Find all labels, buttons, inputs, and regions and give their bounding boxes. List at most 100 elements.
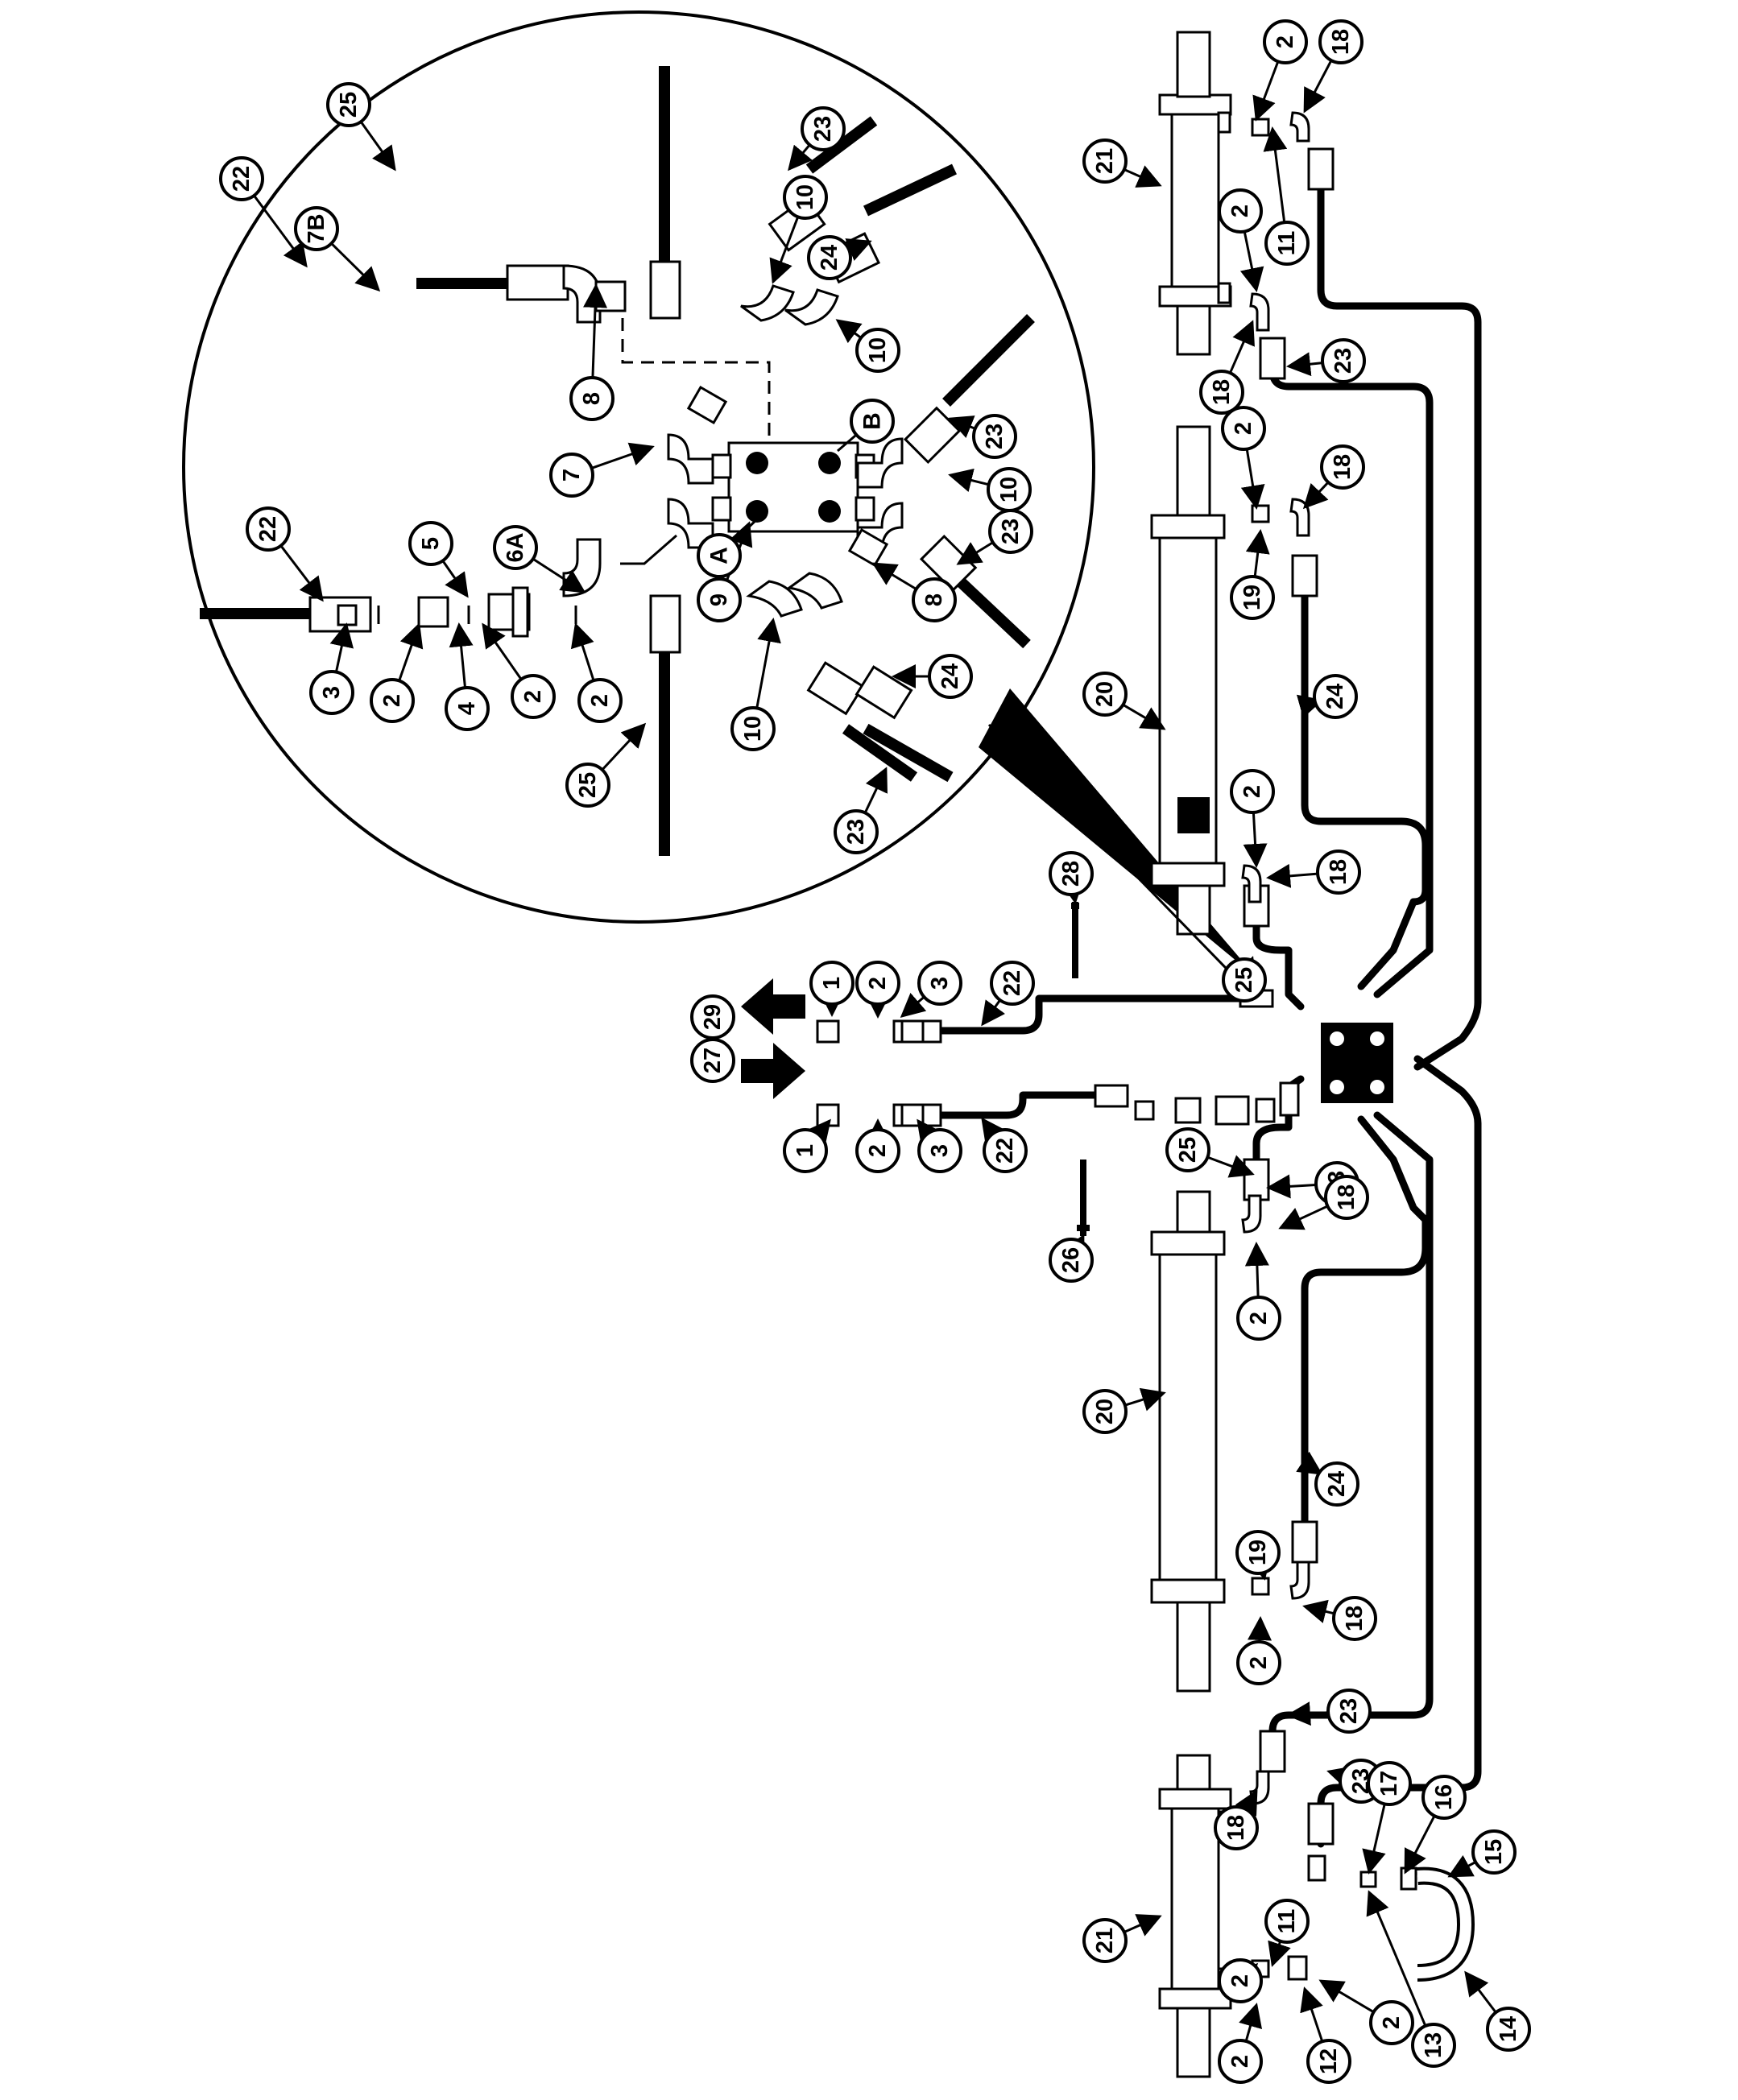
callout-number: 2: [379, 694, 405, 707]
callout-number: 2: [1272, 35, 1298, 48]
callout-number: 2: [1246, 1312, 1272, 1325]
callout-leader: [1243, 812, 1268, 868]
port-letter-a: A: [706, 547, 733, 564]
callout-circle: [988, 509, 1033, 554]
callout-number: 25: [575, 772, 601, 798]
callout-circle: [219, 156, 264, 201]
port-letters: AB: [697, 399, 895, 578]
callout-leader: [1318, 1979, 1375, 2014]
main-fittings: [816, 111, 1475, 1982]
callout-number: 10: [996, 477, 1022, 502]
callout-circle: [326, 82, 371, 127]
callout-circle: [983, 1128, 1028, 1173]
callout-circle: [834, 809, 879, 854]
callout-circle: [1367, 1761, 1412, 1806]
callout-circle: [1332, 1596, 1377, 1641]
callout-leader: [981, 999, 1005, 1027]
callout-circle: [445, 686, 490, 731]
callout-leader: [359, 121, 396, 172]
callout-circle: [1236, 1640, 1281, 1685]
callout-leader: [482, 622, 523, 680]
callout-leader: [1239, 2003, 1263, 2042]
callout-leader: [253, 194, 308, 268]
callout-leader: [1245, 529, 1270, 577]
callout-number: 16: [1431, 1784, 1457, 1810]
callout-number: 8: [579, 392, 605, 405]
callout-number: 18: [1209, 379, 1235, 405]
callout-number: 2: [1227, 205, 1253, 217]
callout-leader: [329, 622, 354, 672]
callout-leader: [1302, 481, 1330, 510]
callout-number: 18: [1326, 859, 1351, 885]
callout-circle: [577, 678, 623, 723]
callout-number: 7B: [304, 213, 329, 243]
callout-number: 2: [1231, 422, 1256, 435]
callout-leader: [769, 216, 800, 284]
callout-circle: [549, 453, 594, 498]
callout-circle: [1165, 1127, 1210, 1172]
cylinder-20-lower: [1150, 1190, 1226, 1693]
callout-number: 2: [1379, 2016, 1405, 2029]
callout-number: 18: [1342, 1606, 1368, 1631]
main-hoses: [937, 157, 1482, 1848]
callout-circle: [1082, 1918, 1128, 1963]
callout-circle: [1082, 1389, 1128, 1434]
detail-fittings: [337, 264, 843, 638]
callout-circle: [1214, 1805, 1259, 1850]
callout-leader: [917, 1118, 941, 1146]
callout-leader: [981, 1117, 1005, 1144]
callout-circle: [1369, 2000, 1414, 2045]
callout-circle: [370, 678, 415, 723]
callout-leader: [835, 319, 863, 344]
callout-circle: [1218, 2039, 1263, 2084]
callout-circle: [294, 206, 339, 251]
callout-circle: [565, 763, 610, 808]
callout-circle: [493, 525, 538, 570]
callout-leader: [1124, 1387, 1166, 1412]
callout-leader: [1235, 1789, 1258, 1817]
callout-number: 2: [587, 694, 613, 707]
callout-number: 12: [1316, 2048, 1342, 2074]
callout-circle: [807, 235, 852, 280]
callout-circle: [1218, 188, 1263, 234]
callout-circle: [1221, 406, 1266, 451]
callout-leader: [1303, 60, 1333, 114]
callout-circle: [917, 961, 962, 1006]
callout-circle: [511, 674, 556, 719]
detail-hose-ends: [308, 196, 978, 720]
callout-leader: [1263, 126, 1288, 223]
callout-leader: [1300, 1986, 1324, 2042]
callout-number: 23: [1330, 348, 1356, 374]
callout-leader: [1362, 1804, 1386, 1875]
callout-leader: [1326, 1766, 1354, 1790]
callout-leader: [956, 541, 994, 565]
callout-circle: [1411, 2023, 1456, 2068]
callout-number: 14: [1496, 2016, 1521, 2042]
callout-leader: [570, 622, 595, 681]
callout-number: 15: [1481, 1839, 1507, 1865]
callout-circle: [990, 961, 1035, 1006]
callout-number: 24: [1322, 684, 1348, 709]
callout-number: 18: [1334, 1184, 1359, 1210]
callout-leader: [398, 622, 424, 681]
callout-number: 25: [336, 92, 362, 118]
callout-circle: [1235, 1530, 1281, 1575]
callout-leader: [871, 562, 917, 590]
callout-number: 19: [1245, 1540, 1271, 1565]
callout-number: 29: [700, 1004, 726, 1030]
callout-leader: [1286, 352, 1323, 377]
detail-hoses: [200, 66, 1035, 856]
callout-leader: [788, 143, 813, 172]
callout-number: 2: [1239, 785, 1265, 798]
callout-leader: [1239, 231, 1264, 292]
callout-circle: [855, 328, 900, 373]
callout-circle: [697, 577, 742, 622]
callout-number: 7: [559, 469, 585, 482]
callout-number: 23: [1336, 1698, 1362, 1724]
callout-circle: [972, 414, 1017, 459]
callout-leader: [1229, 320, 1255, 374]
callout-number: 24: [937, 663, 963, 689]
callout-leader: [1278, 1205, 1329, 1230]
callout-circle: [809, 961, 855, 1006]
